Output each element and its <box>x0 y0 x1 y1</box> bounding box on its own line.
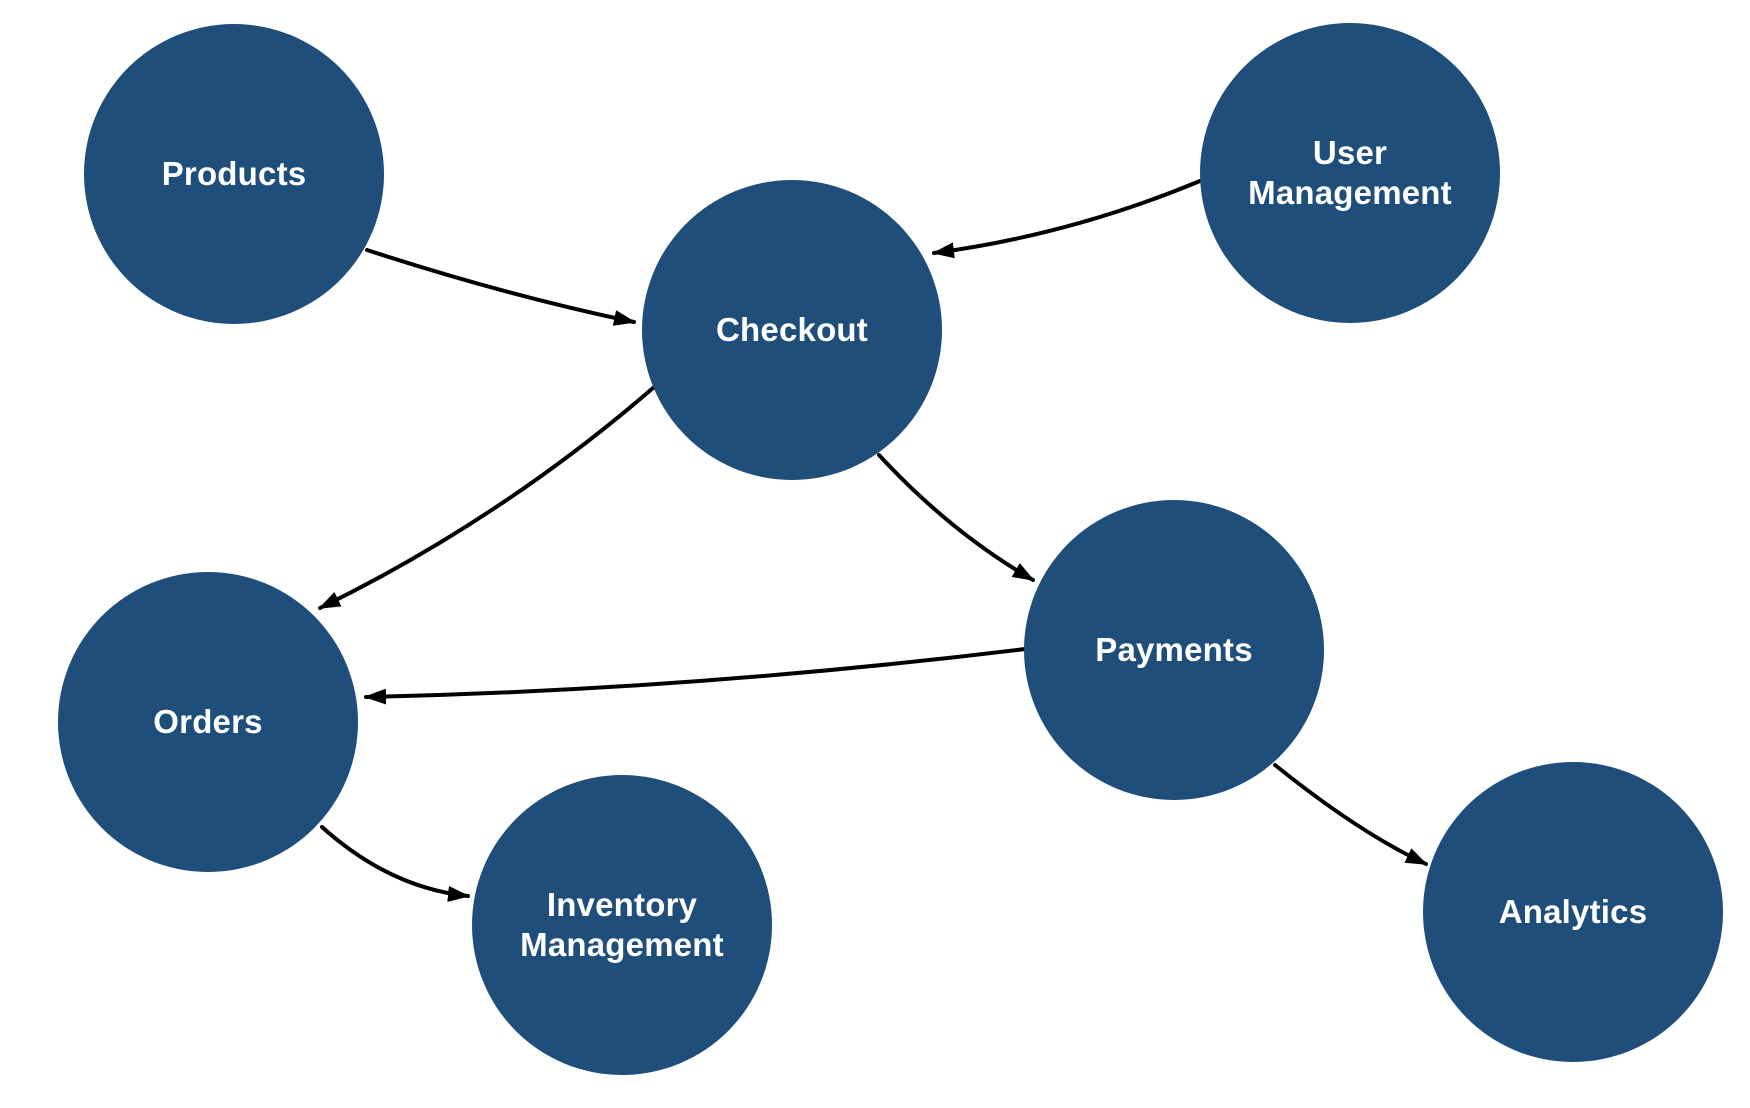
node-user-management-label: User Management <box>1248 133 1452 211</box>
edge-checkout-orders <box>318 386 655 610</box>
node-products-label: Products <box>161 154 307 192</box>
edge-user-management-checkout <box>932 179 1202 259</box>
node-orders[interactable]: Orders <box>58 572 358 872</box>
node-inventory-management-label: Inventory Management <box>520 885 724 963</box>
node-checkout-label: Checkout <box>716 310 868 348</box>
edge-payments-analytics <box>1273 763 1428 866</box>
node-payments[interactable]: Payments <box>1024 500 1324 800</box>
node-user-management[interactable]: User Management <box>1200 23 1500 323</box>
edge-products-checkout <box>365 248 636 326</box>
node-orders-label: Orders <box>153 702 263 740</box>
edge-checkout-payments <box>877 453 1035 582</box>
node-inventory-management[interactable]: Inventory Management <box>472 775 772 1075</box>
edge-payments-orders <box>364 647 1027 705</box>
node-analytics-label: Analytics <box>1498 892 1648 930</box>
node-analytics[interactable]: Analytics <box>1423 762 1723 1062</box>
node-checkout[interactable]: Checkout <box>642 180 942 480</box>
node-payments-label: Payments <box>1095 630 1253 668</box>
node-products[interactable]: Products <box>84 24 384 324</box>
edge-orders-inventory-management <box>320 825 470 902</box>
